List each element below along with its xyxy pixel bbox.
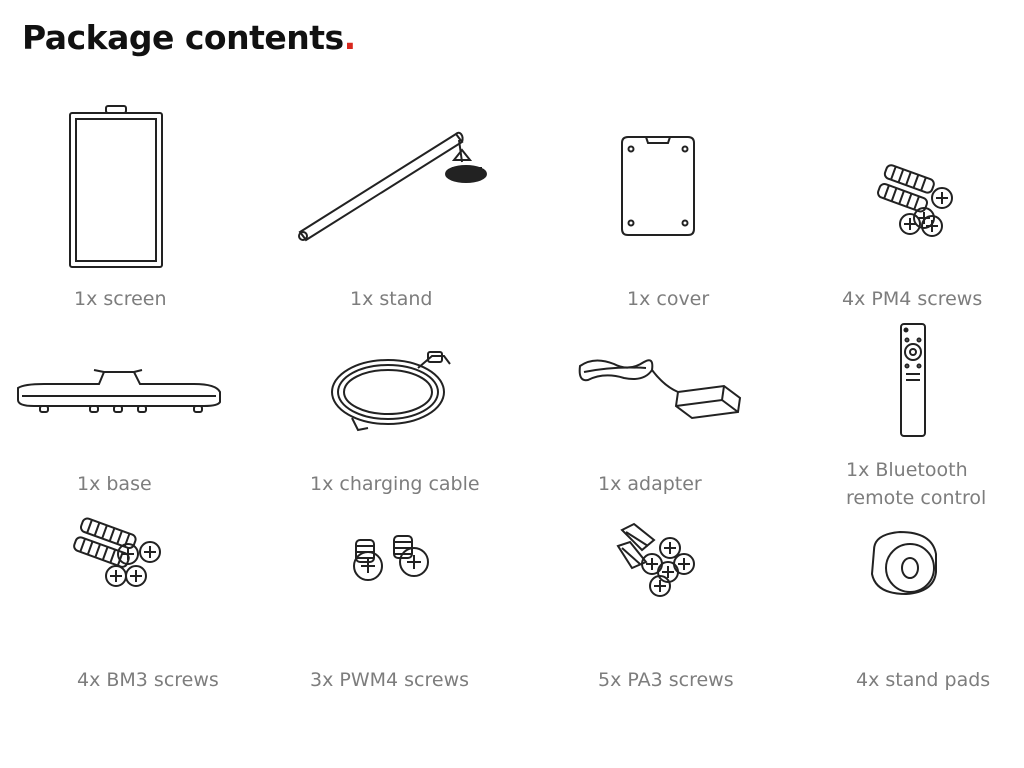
item-pa3-screws xyxy=(614,522,702,598)
item-stand-pads xyxy=(866,530,942,596)
item-base xyxy=(14,366,224,416)
page-title: Package contents. xyxy=(22,18,356,57)
item-bm3-screws xyxy=(70,522,166,592)
item-cover xyxy=(618,133,698,239)
pa3-screws-icon xyxy=(614,522,702,598)
item-pwm4-screws xyxy=(348,534,436,586)
cover-icon xyxy=(618,133,698,239)
base-icon xyxy=(14,366,224,416)
pm4-screws-icon xyxy=(872,168,958,240)
title-dot: . xyxy=(343,18,357,57)
adapter-icon xyxy=(574,352,744,434)
item-charging-cable xyxy=(328,348,456,434)
label-screen: 1x screen xyxy=(74,288,167,310)
label-stand-pads: 4x stand pads xyxy=(856,669,991,691)
label-remote-line1: 1x Bluetooth xyxy=(846,459,968,481)
pwm4-screws-icon xyxy=(348,534,436,586)
label-stand: 1x stand xyxy=(350,288,433,310)
remote-control-icon xyxy=(898,322,928,440)
item-stand xyxy=(296,128,491,246)
charging-cable-icon xyxy=(328,348,456,434)
screen-icon xyxy=(66,104,166,270)
stand-icon xyxy=(296,128,491,246)
item-adapter xyxy=(574,352,744,434)
bm3-screws-icon xyxy=(70,522,166,592)
item-screen xyxy=(66,104,166,270)
label-remote-line2: remote control xyxy=(846,487,987,509)
label-adapter: 1x adapter xyxy=(598,473,702,495)
label-charging-cable: 1x charging cable xyxy=(310,473,480,495)
label-pm4-screws: 4x PM4 screws xyxy=(842,288,983,310)
label-base: 1x base xyxy=(77,473,152,495)
label-cover: 1x cover xyxy=(627,288,710,310)
item-remote xyxy=(898,322,928,440)
item-pm4-screws xyxy=(872,168,958,240)
label-bm3-screws: 4x BM3 screws xyxy=(77,669,219,691)
label-pwm4-screws: 3x PWM4 screws xyxy=(310,669,470,691)
stand-pads-icon xyxy=(866,530,942,596)
label-pa3-screws: 5x PA3 screws xyxy=(598,669,734,691)
label-remote: 1x Bluetooth remote control xyxy=(846,456,986,512)
